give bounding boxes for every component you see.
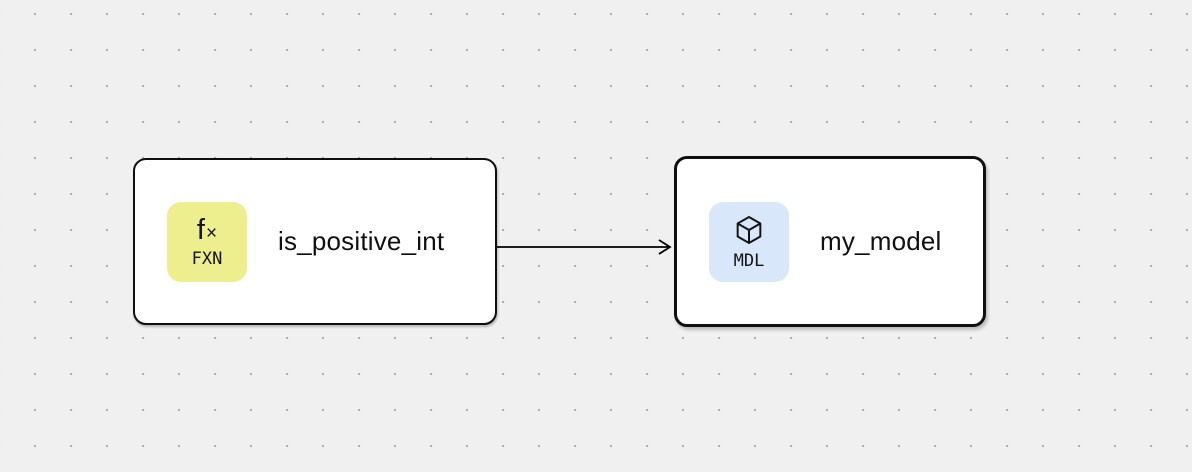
node-label: my_model xyxy=(820,226,942,256)
model-badge: MDL xyxy=(709,201,789,282)
node-is-positive-int[interactable]: f × FXN is_positive_int xyxy=(133,158,497,325)
function-badge: f × FXN xyxy=(167,201,247,282)
node-my-model[interactable]: MDL my_model xyxy=(674,156,986,327)
node-type-tag: FXN xyxy=(191,248,223,269)
function-icon-f: f xyxy=(196,213,205,246)
arrowhead-icon xyxy=(658,239,672,255)
node-type-tag: MDL xyxy=(733,251,765,271)
function-icon-x: × xyxy=(205,222,218,244)
node-label: is_positive_int xyxy=(278,226,445,256)
edge-is-positive-int-to-my-model xyxy=(497,239,672,255)
cube-icon xyxy=(736,215,762,245)
function-icon: f × xyxy=(196,213,218,246)
